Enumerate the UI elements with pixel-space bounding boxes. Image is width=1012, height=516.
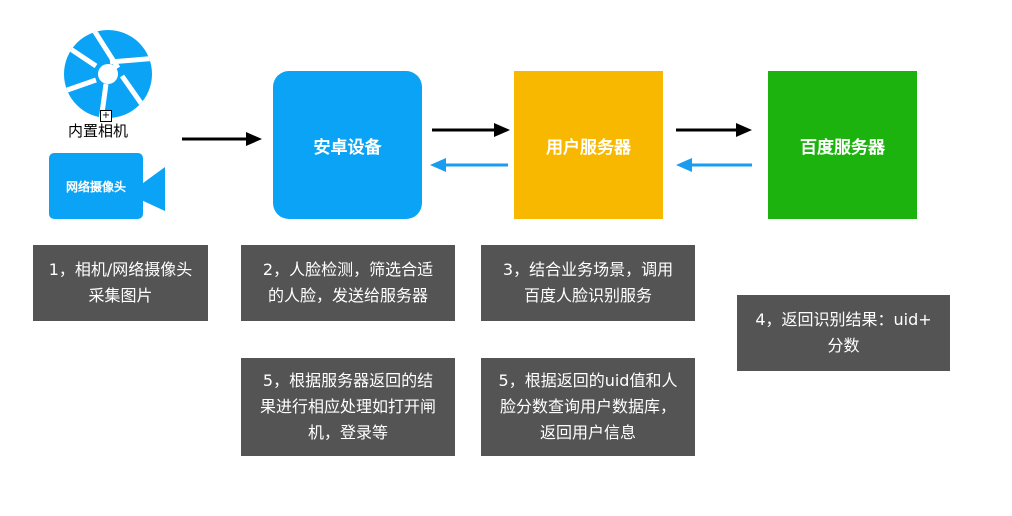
builtin-camera: + 内置相机 bbox=[60, 28, 160, 140]
arrow-user-server-to-baidu bbox=[676, 123, 752, 137]
baidu-server-node: 百度服务器 bbox=[768, 71, 917, 219]
step5b-note: 5，根据返回的uid值和人 脸分数查询用户数据库， 返回用户信息 bbox=[481, 358, 695, 456]
arrow-android-to-user-server bbox=[432, 123, 510, 137]
user-server-node: 用户服务器 bbox=[514, 71, 663, 219]
arrow-user-server-to-android bbox=[430, 158, 508, 172]
step2-note: 2，人脸检测，筛选合适 的人脸，发送给服务器 bbox=[241, 245, 455, 321]
step3-note: 3，结合业务场景，调用 百度人脸识别服务 bbox=[481, 245, 695, 321]
camera-shutter-icon bbox=[64, 30, 152, 118]
plus-icon: + bbox=[100, 110, 112, 122]
step1-note: 1，相机/网络摄像头 采集图片 bbox=[33, 245, 208, 321]
builtin-camera-label: 内置相机 bbox=[68, 122, 129, 140]
arrow-baidu-to-user-server bbox=[676, 158, 752, 172]
network-camera: 网络摄像头 bbox=[49, 153, 167, 219]
step4-note: 4，返回识别结果：uid+ 分数 bbox=[737, 295, 950, 371]
step5a-note: 5，根据服务器返回的结 果进行相应处理如打开闸 机，登录等 bbox=[241, 358, 455, 456]
video-camera-icon bbox=[49, 153, 165, 219]
network-camera-label: 网络摄像头 bbox=[65, 179, 126, 194]
arrow-camera-to-android bbox=[182, 132, 262, 146]
android-device-node: 安卓设备 bbox=[273, 71, 422, 219]
